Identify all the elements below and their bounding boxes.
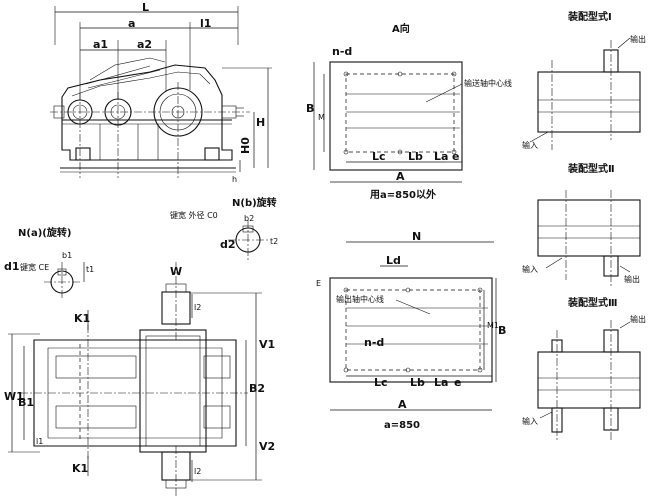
- view-a-upper-nd: n-d: [332, 45, 352, 58]
- top-plan-view: W l2 l2 K1 K1 W1 B1 l1: [4, 262, 275, 496]
- dim-b1: b1: [62, 251, 72, 260]
- dim-l2-bottom: l2: [194, 467, 201, 476]
- assembly-type-2-input: 输入: [522, 264, 538, 274]
- dim-W1: W1: [4, 390, 24, 403]
- dim-M1-lower: M1: [487, 321, 499, 330]
- view-a-upper-title: A向: [392, 22, 410, 35]
- dim-a1: a1: [93, 38, 108, 51]
- assembly-type-1-output: 输出: [630, 34, 646, 44]
- dim-d2: d2: [220, 238, 236, 251]
- dim-l1: l1: [200, 17, 211, 30]
- dim-Lc-upper: Lc: [372, 150, 386, 163]
- shaft-detail-left-note: 键宽 CE: [20, 262, 49, 272]
- shaft-detail-left-title: N(a)(旋转): [18, 226, 71, 239]
- shaft-detail-right-title: N(b)旋转: [232, 196, 277, 209]
- dim-K1-bottom: K1: [72, 462, 88, 475]
- dim-V1: V1: [259, 338, 275, 351]
- dim-B-upper: B: [306, 102, 314, 115]
- dim-M-upper: M: [318, 113, 325, 122]
- assembly-type-1: 装配型式Ⅰ 输出 输入: [522, 10, 646, 150]
- dim-t2: t2: [270, 237, 278, 246]
- dim-l2-top: l2: [194, 303, 201, 312]
- view-a-lower: N Ld E 输出轴中心线 n-d M1 B Lc Lb La e A a=85…: [316, 230, 506, 431]
- assembly-type-2-title: 装配型式Ⅱ: [567, 162, 615, 175]
- dim-La-upper: La: [434, 150, 448, 163]
- dim-d1: d1: [4, 260, 20, 273]
- dim-L: L: [142, 1, 149, 14]
- dim-A-upper: A: [396, 170, 405, 183]
- dim-N-lower: N: [412, 230, 421, 243]
- shaft-detail-right-note: 键宽 外径 C0: [170, 210, 218, 220]
- view-a-lower-caption: a=850: [384, 420, 420, 431]
- dim-a2: a2: [137, 38, 152, 51]
- assembly-type-3: 装配型式Ⅲ 输出 输入: [522, 296, 646, 440]
- dim-B2: B2: [249, 382, 265, 395]
- assembly-type-1-input: 输入: [522, 140, 538, 150]
- dim-E-lower: E: [316, 279, 321, 288]
- shaft-detail-right: N(b)旋转 b2 d2 t2 键宽 外径 C0: [170, 196, 278, 260]
- shaft-detail-left: N(a)(旋转) t1 b1 d1 键宽 CE: [4, 226, 94, 300]
- view-a-lower-nd: n-d: [364, 336, 384, 349]
- dim-B1: B1: [18, 396, 34, 409]
- main-front-view: L a l1 a1 a2: [50, 1, 272, 184]
- view-a-lower-note: 输出轴中心线: [336, 294, 384, 304]
- dim-H0: H0: [239, 137, 252, 154]
- assembly-type-1-title: 装配型式Ⅰ: [567, 10, 612, 23]
- dim-Lb-upper: Lb: [408, 150, 423, 163]
- dim-a: a: [128, 17, 135, 30]
- dim-Ld-lower: Ld: [386, 254, 401, 267]
- dim-b2: b2: [244, 214, 254, 223]
- assembly-type-2: 装配型式Ⅱ 输入 输出: [522, 162, 641, 286]
- dim-W-top: W: [170, 265, 182, 278]
- dim-h: h: [232, 175, 237, 184]
- dim-e-lower: e: [454, 376, 461, 389]
- dim-K1-top: K1: [74, 312, 90, 325]
- dim-H: H: [256, 116, 265, 129]
- dim-A-lower: A: [398, 398, 407, 411]
- dim-e-upper: e: [452, 150, 459, 163]
- dim-B-lower: B: [498, 324, 506, 337]
- dim-Lc-lower: Lc: [374, 376, 388, 389]
- assembly-type-3-input: 输入: [522, 416, 538, 426]
- dim-t1: t1: [86, 265, 94, 274]
- assembly-type-3-title: 装配型式Ⅲ: [567, 296, 617, 309]
- view-a-upper: A向 n-d 输送轴中心线 B M Lc Lb La e A 用a=850以外: [306, 22, 512, 201]
- dim-Lb-lower: Lb: [410, 376, 425, 389]
- dim-V2: V2: [259, 440, 275, 453]
- dim-La-lower: La: [434, 376, 448, 389]
- dim-l1-side: l1: [36, 437, 43, 446]
- view-a-upper-caption: 用a=850以外: [369, 188, 436, 201]
- assembly-type-3-output: 输出: [630, 314, 646, 324]
- view-a-upper-note: 输送轴中心线: [464, 78, 512, 88]
- assembly-type-2-output: 输出: [624, 274, 640, 284]
